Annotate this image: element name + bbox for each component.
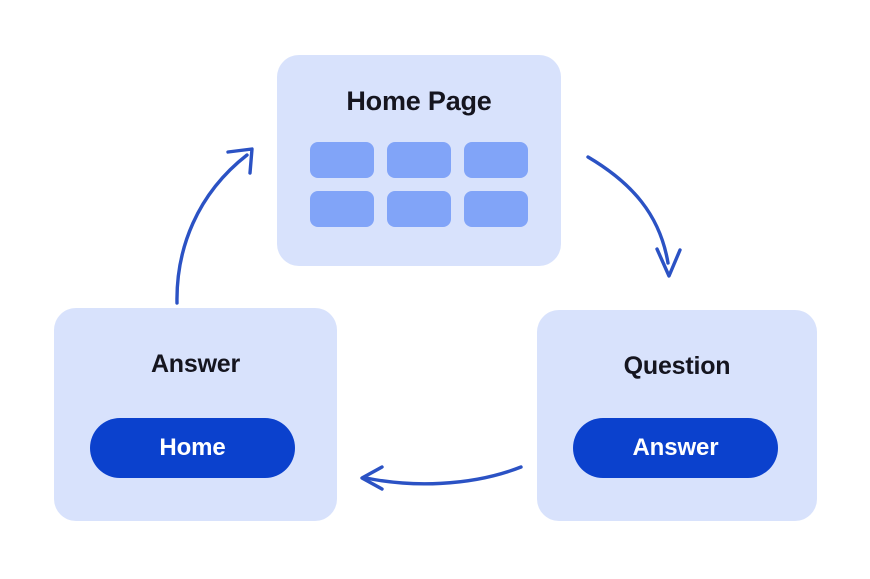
tile-6 — [464, 191, 528, 227]
home-page-title: Home Page — [346, 86, 492, 116]
question-title: Question — [623, 352, 731, 380]
tile-1 — [310, 142, 374, 178]
home-page-tile-grid — [310, 142, 528, 227]
node-card-question[interactable]: Question Answer — [537, 310, 817, 521]
tile-5 — [387, 191, 451, 227]
answer-title: Answer — [150, 350, 241, 378]
arrow-question-to-answer — [360, 465, 523, 491]
arrow-home-to-question — [586, 155, 682, 278]
node-card-answer[interactable]: Answer Home — [54, 308, 337, 521]
tile-4 — [310, 191, 374, 227]
answer-button[interactable]: Answer — [573, 418, 778, 478]
tile-2 — [387, 142, 451, 178]
home-button[interactable]: Home — [90, 418, 295, 478]
tile-3 — [464, 142, 528, 178]
node-card-home-page[interactable]: Home Page — [277, 55, 561, 266]
arrow-answer-to-home — [175, 147, 254, 305]
